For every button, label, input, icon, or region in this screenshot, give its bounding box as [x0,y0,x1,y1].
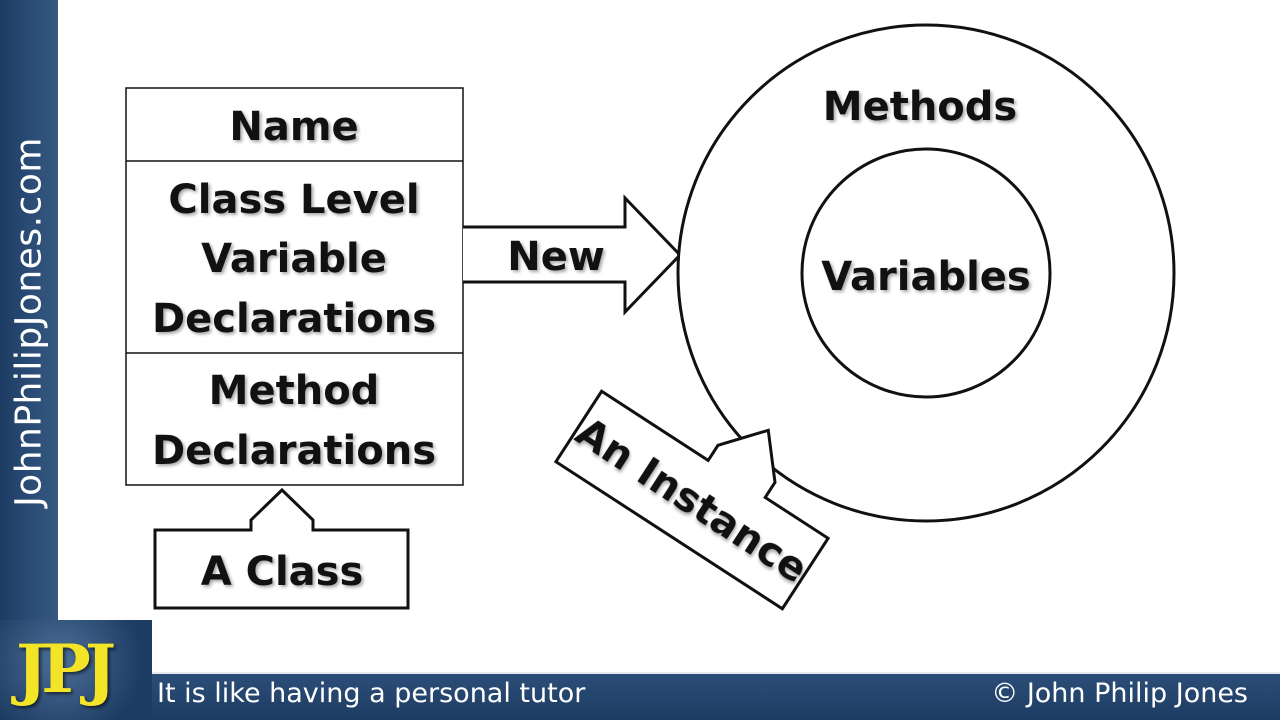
instance-inner-circle [800,147,1052,399]
class-box: Name Class Level Variable Declarations M… [125,87,464,486]
jpj-logo-text: JPJ [16,630,116,708]
footer-tagline: It is like having a personal tutor [157,678,586,709]
new-arrow: New [463,194,683,316]
side-banner [0,0,58,620]
jpj-logo: JPJ [0,620,152,720]
a-class-callout: A Class [153,487,410,610]
a-class-callout-shape [153,487,410,610]
class-variables-line-2: Variable [201,236,387,282]
footer-copyright: © John Philip Jones [991,678,1248,709]
class-variables-line-3: Declarations [152,296,436,342]
instance-object: Methods Variables [676,23,1176,523]
new-arrow-label: New [507,234,605,280]
class-box-outline [125,87,464,486]
an-instance-callout-shape [553,389,831,611]
class-methods-line-2: Declarations [152,428,436,474]
instance-variables-label: Variables [821,254,1030,300]
class-instance-diagram: Name Class Level Variable Declarations M… [125,23,1176,611]
class-name-section: Name [229,104,358,150]
a-class-label: A Class [201,549,364,595]
class-variables-line-1: Class Level [168,177,419,223]
class-methods-line-1: Method [209,368,380,414]
footer-bar [0,672,1280,720]
instance-methods-label: Methods [823,84,1017,130]
